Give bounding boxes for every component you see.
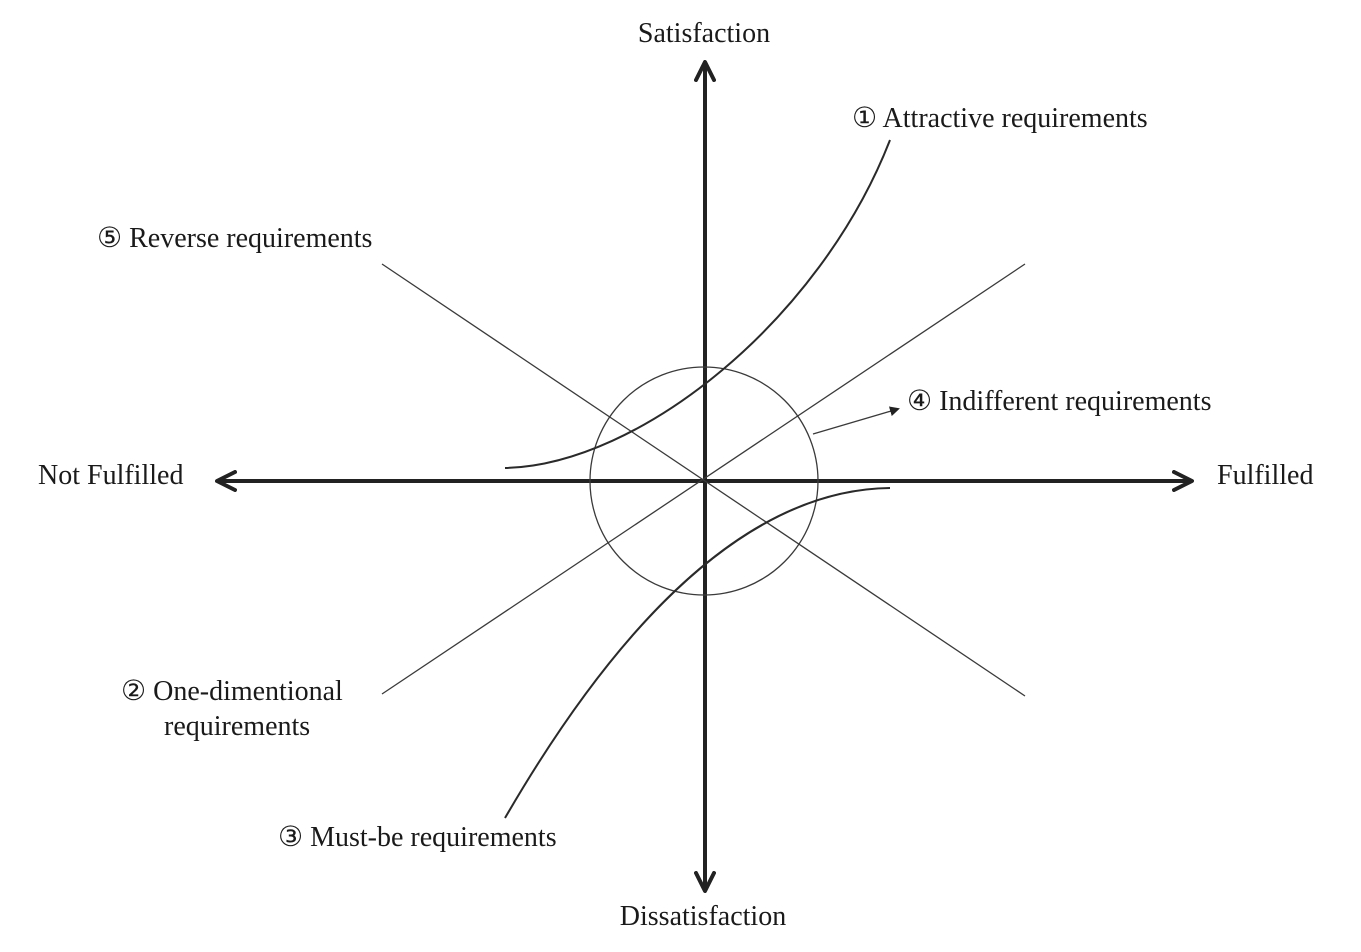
attractive-curve <box>504 139 891 469</box>
must-be-curve <box>504 487 891 819</box>
must-be-requirements-label: ③ Must-be requirements <box>278 822 557 853</box>
one-dimensional-requirements-label-line2: requirements <box>164 711 310 742</box>
one-dimensional-requirements-label-line1: ② One-dimentional <box>121 676 343 707</box>
reverse-line <box>381 263 1026 697</box>
axis-label-top: Satisfaction <box>638 18 770 49</box>
indifferent-requirements-label: ④ Indifferent requirements <box>907 386 1211 417</box>
axis-label-bottom: Dissatisfaction <box>620 901 786 932</box>
indifferent-circle <box>589 366 819 596</box>
one-dimensional-line <box>381 263 1026 695</box>
reverse-requirements-label: ⑤ Reverse requirements <box>97 223 372 254</box>
axis-label-left: Not Fulfilled <box>38 460 183 491</box>
axis-label-right: Fulfilled <box>1217 460 1313 491</box>
indifferent-pointer-arrow <box>812 406 900 435</box>
attractive-requirements-label: ① Attractive requirements <box>852 103 1148 134</box>
